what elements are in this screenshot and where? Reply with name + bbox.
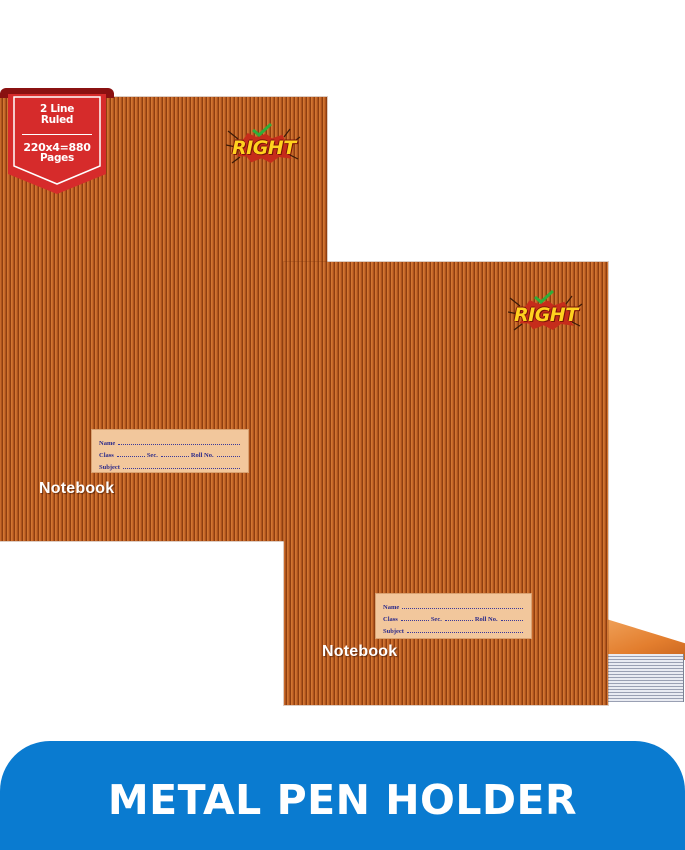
logo-rays-icon	[226, 128, 301, 164]
write-line	[500, 619, 523, 621]
logo-text: RIGHT	[514, 304, 578, 326]
write-line	[402, 607, 523, 609]
check-mark-icon	[534, 290, 554, 304]
label-name: Name	[383, 604, 400, 611]
badge-divider	[22, 134, 92, 135]
badge-top-strip	[0, 88, 114, 98]
page-sheets	[603, 654, 684, 702]
brand-logo: RIGHT	[226, 123, 302, 167]
write-line	[116, 455, 145, 457]
product-name: METAL PEN HOLDER	[107, 775, 578, 824]
write-line	[216, 455, 240, 457]
label-sec: Sec.	[430, 616, 442, 623]
label-row-class: Class Sec. Roll No.	[383, 611, 525, 623]
label-row-name: Name	[383, 599, 525, 611]
logo-text: RIGHT	[232, 137, 296, 159]
label-sec: Sec.	[146, 452, 158, 459]
label-class: Class	[99, 452, 114, 459]
ruling-badge: 2 Line Ruled 220x4=880 Pages	[0, 88, 114, 196]
name-label-box: Name Class Sec. Roll No. Subject	[91, 429, 249, 473]
label-row-subject: Subject	[99, 459, 242, 471]
badge-outline-icon	[13, 96, 101, 185]
label-row-class: Class Sec. Roll No.	[99, 447, 242, 459]
notebook-cover-front: RIGHT Name Class Sec. Roll No. Subject	[284, 262, 608, 705]
notebook-title: Notebook	[39, 480, 115, 497]
label-roll: Roll No.	[474, 616, 498, 623]
badge-body	[8, 94, 106, 194]
label-class: Class	[383, 616, 398, 623]
write-line	[160, 455, 189, 457]
brand-logo: RIGHT	[508, 290, 584, 334]
label-subject: Subject	[383, 628, 404, 635]
write-line	[400, 619, 429, 621]
label-subject: Subject	[99, 464, 120, 471]
write-line	[444, 619, 473, 621]
write-line	[406, 631, 523, 633]
name-label-box: Name Class Sec. Roll No. Subject	[375, 593, 532, 639]
label-row-name: Name	[99, 435, 242, 447]
label-row-subject: Subject	[383, 623, 525, 635]
logo-rays-icon	[508, 295, 583, 331]
badge-line-1: 2 Line	[39, 103, 75, 115]
badge-line-3: 220x4=880	[23, 141, 91, 154]
badge-line-2: Ruled	[40, 114, 74, 126]
badge-line-4: Pages	[40, 152, 74, 164]
check-mark-icon	[252, 123, 272, 137]
label-name: Name	[99, 440, 116, 447]
write-line	[118, 443, 240, 445]
product-name-banner: METAL PEN HOLDER	[0, 741, 685, 850]
notebook-pages-edge	[603, 618, 685, 703]
notebook-title: Notebook	[322, 643, 398, 660]
write-line	[122, 467, 240, 469]
label-roll: Roll No.	[190, 452, 214, 459]
